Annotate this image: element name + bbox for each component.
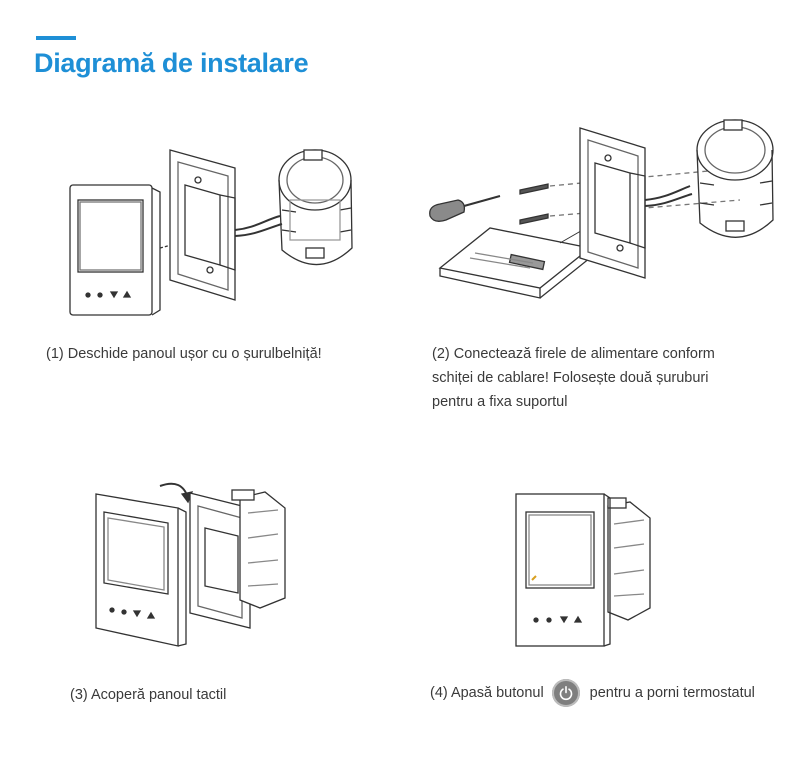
page-title: Diagramă de instalare — [34, 48, 309, 78]
step-3-caption: (3) Acoperă panoul tactil — [70, 683, 226, 707]
step-1-illustration — [60, 140, 380, 330]
wall-box — [231, 489, 286, 609]
title-accent-bar — [36, 36, 76, 40]
step-2-caption-line-2: schiței de cablare! Folosește două șurub… — [432, 370, 709, 386]
thermostat-panel — [69, 184, 161, 316]
step-2-caption-line-3: pentru a fixa suportul — [432, 394, 568, 410]
curved-arrow — [159, 482, 194, 504]
step-4-caption-after: pentru a porni termostatul — [589, 684, 755, 701]
wall-box — [607, 497, 651, 621]
step-2-illustration — [420, 108, 790, 328]
mounting-frame — [189, 492, 251, 629]
step-4-caption: (4) Apasă butonul pentru a porni termosta… — [430, 679, 755, 707]
step-3-illustration — [90, 468, 310, 653]
step-4-caption-before: (4) Apasă butonul — [430, 684, 544, 701]
thermostat-panel — [515, 493, 611, 647]
mounting-frame — [579, 127, 646, 279]
mounting-frame — [169, 149, 236, 301]
screwdriver — [429, 195, 501, 222]
screws — [519, 183, 549, 225]
wall-box — [696, 119, 774, 238]
wall-box — [278, 149, 353, 266]
power-icon — [551, 679, 580, 707]
thermostat-panel — [95, 493, 187, 647]
step-2-caption-line-1: (2) Conectează firele de alimentare conf… — [432, 346, 715, 362]
base-plate — [438, 227, 592, 299]
step-1-caption: (1) Deschide panoul ușor cu o șurulbelni… — [46, 342, 322, 366]
step-4-illustration — [510, 488, 670, 653]
step-2-caption: (2) Conectează firele de alimentare conf… — [432, 342, 715, 414]
step-3-caption-text: (3) Acoperă panoul tactil — [70, 687, 227, 703]
step-1-caption-text: (1) Deschide panoul ușor cu o șurulbelni… — [46, 346, 322, 362]
